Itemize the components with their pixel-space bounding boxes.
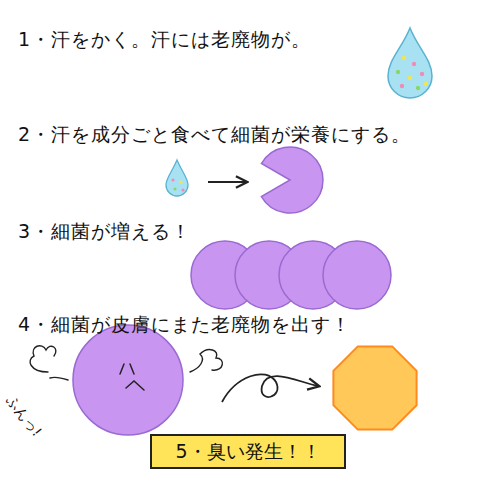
grumpy-bacterium [73,325,183,435]
waste-product [333,346,416,429]
puff [30,346,222,380]
sweat-drop [166,160,188,196]
step-text: 1・汗をかく。汗には老廃物が。 [18,28,311,51]
sound-effect: ふんっ! [3,392,46,440]
arrow [208,181,246,183]
step-text: 3・細菌が増える！ [18,220,191,243]
step-text: 4・細菌が皮膚にまた老廃物を出す！ [18,313,351,336]
sweat-drop [388,28,432,98]
loop-arrow [222,374,318,402]
step-text: 2・汗を成分ごと食べて細菌が栄養にする。 [18,123,411,146]
bacterium [261,147,323,213]
result-text: 5・臭い発生！！ [175,440,320,463]
result-box: 5・臭い発生！！ [150,434,346,469]
bacteria-group [191,241,391,309]
